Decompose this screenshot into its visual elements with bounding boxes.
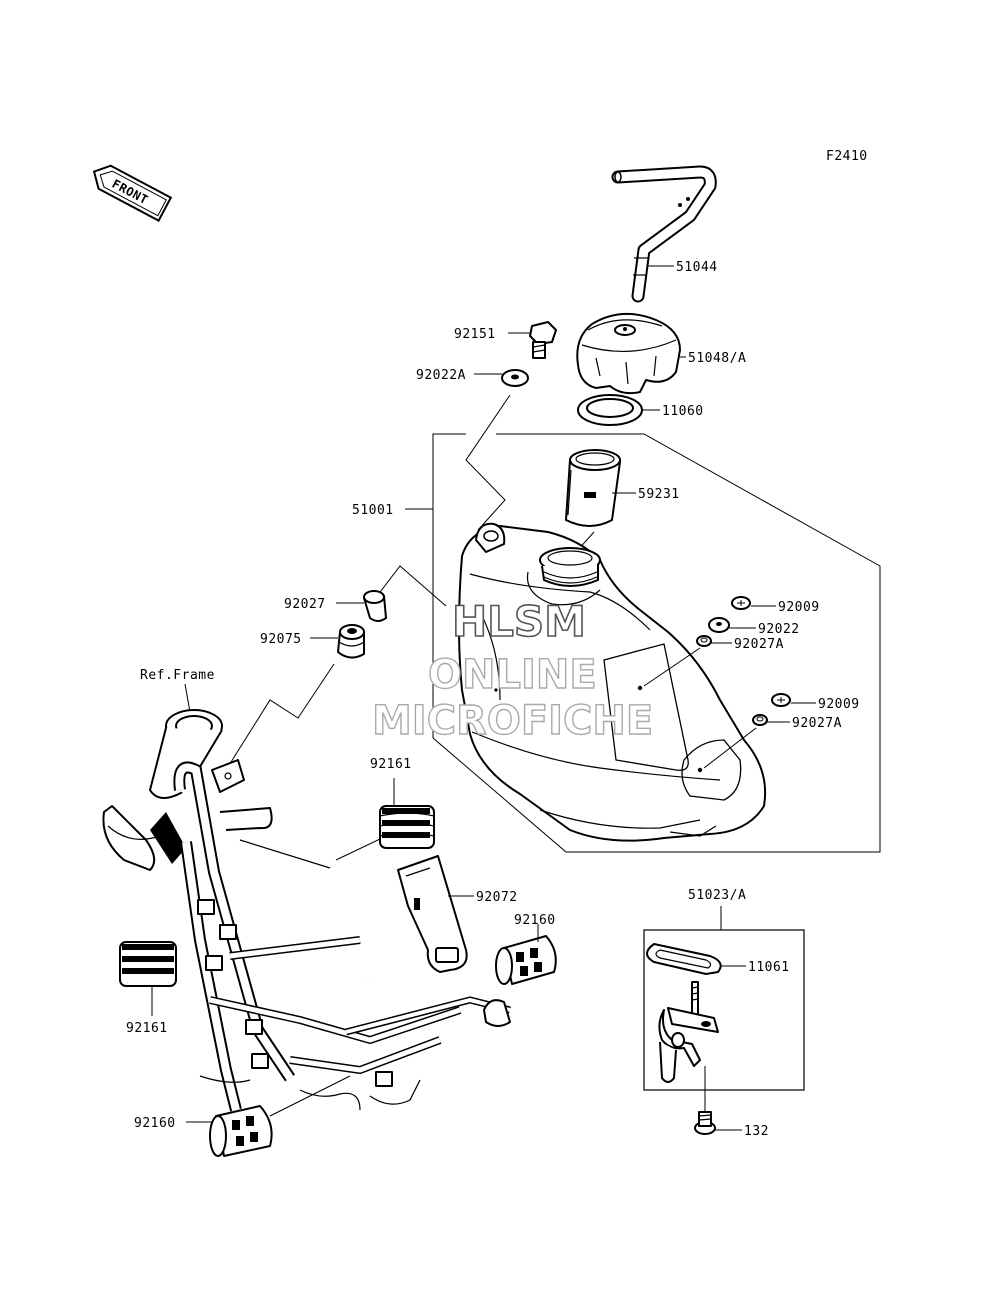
label-92022: 92022 [758, 622, 800, 637]
rubber-92160-lower [209, 1105, 273, 1157]
washer-92022a [501, 369, 529, 387]
label-92027: 92027 [284, 597, 326, 612]
gasket-11061 [646, 943, 722, 975]
label-11061: 11061 [748, 960, 790, 975]
frame-reference [102, 709, 511, 1112]
label-11060: 11060 [662, 404, 704, 419]
label-92160-lower: 92160 [134, 1116, 176, 1131]
label-92161-lower: 92161 [126, 1021, 168, 1036]
label-51048a: 51048/A [688, 351, 746, 366]
collar-92027a-lower [752, 714, 768, 726]
grommet-92075 [337, 624, 365, 659]
label-ref-frame: Ref.Frame [140, 668, 215, 683]
label-92151: 92151 [454, 327, 496, 342]
fuel-filter [565, 449, 621, 527]
label-51001: 51001 [352, 503, 394, 518]
assembly-bracket-51001 [405, 433, 881, 853]
screw-132 [694, 1111, 716, 1135]
label-59231: 59231 [638, 487, 680, 502]
rubber-92160-upper [495, 935, 557, 985]
screw-92009-lower [771, 693, 791, 707]
label-51023a: 51023/A [688, 888, 746, 903]
rubber-band-92072 [397, 855, 468, 973]
collar-lead-line [373, 565, 447, 607]
label-132: 132 [744, 1124, 769, 1139]
fuel-cock [658, 981, 719, 1083]
label-92161-upper: 92161 [370, 757, 412, 772]
fuel-cap [576, 312, 681, 395]
grommet-lead-line [225, 663, 335, 771]
label-51044: 51044 [676, 260, 718, 275]
watermark-line-2: ONLINE [428, 652, 597, 698]
fuel-cock-assembly-box [643, 929, 805, 1091]
watermark: HLSM ONLINE MICROFICHE [371, 596, 654, 745]
front-arrow-icon: FRONT [92, 164, 173, 222]
label-92027a-lower: 92027A [792, 716, 842, 731]
bolt-lead-line [465, 394, 511, 531]
cap-gasket [577, 394, 643, 426]
label-92009-upper: 92009 [778, 600, 820, 615]
collar-92027a-upper [696, 635, 712, 647]
bolt-92151 [529, 321, 557, 359]
label-92027a-upper: 92027A [734, 637, 784, 652]
fuel-tank [458, 522, 767, 842]
watermark-line-1: HLSM [452, 597, 586, 646]
breather-hose [611, 165, 717, 303]
figure-code: F2410 [826, 149, 868, 164]
rubber-damper-92161-upper [379, 805, 435, 849]
watermark-line-3: MICROFICHE [372, 698, 653, 744]
label-92022a: 92022A [416, 368, 466, 383]
label-92009-lower: 92009 [818, 697, 860, 712]
label-92072: 92072 [476, 890, 518, 905]
washer-92022 [708, 617, 730, 633]
collar-92027 [363, 590, 387, 622]
screw-92009-upper [731, 596, 751, 610]
label-92075: 92075 [260, 632, 302, 647]
label-92160-upper: 92160 [514, 913, 556, 928]
rubber-damper-92161-lower [119, 941, 177, 987]
